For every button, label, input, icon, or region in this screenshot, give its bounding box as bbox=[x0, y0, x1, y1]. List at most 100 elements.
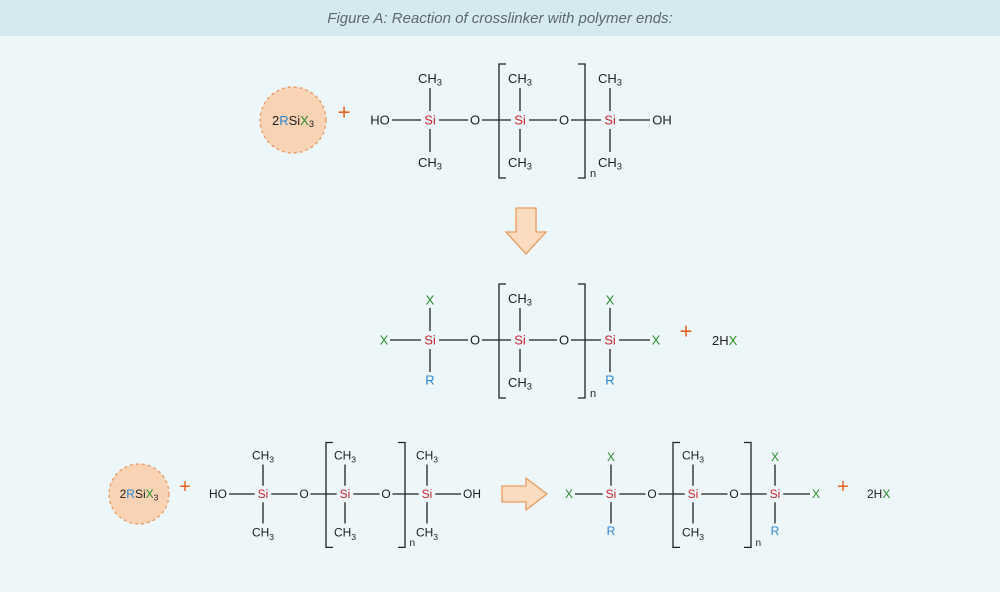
r-substituent: R bbox=[607, 524, 616, 538]
ch3-subscript: 3 bbox=[527, 162, 532, 172]
r-substituent: R bbox=[605, 373, 614, 388]
methyl-group: CH3 bbox=[508, 375, 532, 392]
ch3-subscript: 3 bbox=[433, 455, 438, 465]
crosslinker-formula: 2RSiX3 bbox=[272, 113, 314, 129]
methyl-group: CH3 bbox=[334, 448, 356, 464]
plus-sign: + bbox=[680, 319, 693, 344]
down-arrow-icon bbox=[504, 207, 548, 255]
left-terminal-group: X bbox=[380, 333, 389, 348]
ch3-subscript: 3 bbox=[617, 78, 622, 88]
ch3-ch: CH bbox=[252, 448, 269, 462]
ch3-ch: CH bbox=[598, 155, 617, 170]
silicon-atom: Si bbox=[258, 487, 269, 501]
crosslinker-part: 2 bbox=[120, 487, 127, 501]
oxygen-atom: O bbox=[470, 113, 480, 128]
repeat-count-n: n bbox=[590, 168, 596, 180]
methyl-group: CH3 bbox=[416, 526, 438, 542]
crosslinker-part: Si bbox=[135, 487, 146, 501]
methyl-group: CH3 bbox=[252, 448, 274, 464]
figure-title-bar: Figure A: Reaction of crosslinker with p… bbox=[0, 0, 1000, 36]
r-substituent: R bbox=[771, 524, 780, 538]
byproduct-2hx: 2HX bbox=[867, 487, 890, 501]
repeat-count-n: n bbox=[590, 388, 596, 400]
ch3-ch: CH bbox=[682, 526, 699, 540]
methyl-group: CH3 bbox=[598, 71, 622, 88]
right-terminal-group: X bbox=[652, 333, 661, 348]
x-substituent: X bbox=[607, 450, 615, 464]
ch3-subscript: 3 bbox=[699, 455, 704, 465]
plus-sign: + bbox=[837, 476, 849, 498]
ch3-ch: CH bbox=[252, 526, 269, 540]
byproduct-x: X bbox=[729, 333, 738, 348]
crosslinker-part: R bbox=[126, 487, 135, 501]
crosslinker-circle bbox=[259, 86, 327, 154]
ch3-subscript: 3 bbox=[527, 78, 532, 88]
silicon-atom: Si bbox=[606, 487, 617, 501]
ch3-ch: CH bbox=[508, 291, 527, 306]
ch3-subscript: 3 bbox=[617, 162, 622, 172]
ch3-ch: CH bbox=[598, 71, 617, 86]
crosslinker-part: 3 bbox=[309, 119, 314, 129]
silicon-atom: Si bbox=[514, 113, 526, 128]
oxygen-atom: O bbox=[647, 487, 656, 501]
ch3-ch: CH bbox=[508, 71, 527, 86]
ch3-subscript: 3 bbox=[269, 455, 274, 465]
ch3-subscript: 3 bbox=[527, 382, 532, 392]
byproduct-coef: 2H bbox=[867, 487, 882, 501]
ch3-subscript: 3 bbox=[527, 298, 532, 308]
oxygen-atom: O bbox=[470, 333, 480, 348]
byproduct-coef: 2H bbox=[712, 333, 729, 348]
crosslinker-part: X bbox=[300, 113, 309, 128]
x-substituent: X bbox=[771, 450, 779, 464]
methyl-group: CH3 bbox=[418, 71, 442, 88]
ch3-ch: CH bbox=[508, 375, 527, 390]
silicon-atom: Si bbox=[422, 487, 433, 501]
methyl-group: CH3 bbox=[508, 155, 532, 172]
ch3-subscript: 3 bbox=[437, 162, 442, 172]
repeat-unit-bracket-right bbox=[578, 283, 586, 399]
methyl-group: CH3 bbox=[508, 291, 532, 308]
ch3-subscript: 3 bbox=[699, 532, 704, 542]
ch3-ch: CH bbox=[682, 448, 699, 462]
crosslinker-part: R bbox=[279, 113, 288, 128]
silicon-atom: Si bbox=[424, 113, 436, 128]
oxygen-atom: O bbox=[299, 487, 308, 501]
repeat-unit-bracket-right bbox=[744, 441, 752, 549]
crosslinker-part: 3 bbox=[154, 493, 159, 503]
repeat-count-n: n bbox=[410, 538, 416, 549]
repeat-unit-bracket-left bbox=[498, 283, 506, 399]
silicon-atom: Si bbox=[424, 333, 436, 348]
crosslinker-circle bbox=[108, 463, 170, 525]
figure-title: Figure A: Reaction of crosslinker with p… bbox=[327, 9, 673, 27]
silicon-atom: Si bbox=[688, 487, 699, 501]
methyl-group: CH3 bbox=[508, 71, 532, 88]
plus-sign: + bbox=[179, 476, 191, 498]
oxygen-atom: O bbox=[559, 333, 569, 348]
right-arrow-icon bbox=[501, 476, 549, 512]
repeat-unit-bracket-left bbox=[325, 441, 333, 549]
left-terminal-group: X bbox=[565, 487, 573, 501]
oxygen-atom: O bbox=[559, 113, 569, 128]
repeat-unit-bracket-left bbox=[498, 63, 506, 179]
crosslinker-part: X bbox=[146, 487, 154, 501]
silicon-atom: Si bbox=[604, 333, 616, 348]
ch3-subscript: 3 bbox=[437, 78, 442, 88]
oxygen-atom: O bbox=[729, 487, 738, 501]
ch3-ch: CH bbox=[508, 155, 527, 170]
right-terminal-group: OH bbox=[463, 487, 481, 501]
right-terminal-group: X bbox=[812, 487, 820, 501]
crosslinker-part: 2 bbox=[272, 113, 279, 128]
methyl-group: CH3 bbox=[334, 526, 356, 542]
silicon-atom: Si bbox=[770, 487, 781, 501]
repeat-unit-bracket-right bbox=[398, 441, 406, 549]
methyl-group: CH3 bbox=[682, 526, 704, 542]
ch3-ch: CH bbox=[334, 526, 351, 540]
methyl-group: CH3 bbox=[416, 448, 438, 464]
silicon-atom: Si bbox=[604, 113, 616, 128]
ch3-subscript: 3 bbox=[351, 532, 356, 542]
left-terminal-group: HO bbox=[209, 487, 227, 501]
oxygen-atom: O bbox=[381, 487, 390, 501]
ch3-ch: CH bbox=[334, 448, 351, 462]
methyl-group: CH3 bbox=[598, 155, 622, 172]
